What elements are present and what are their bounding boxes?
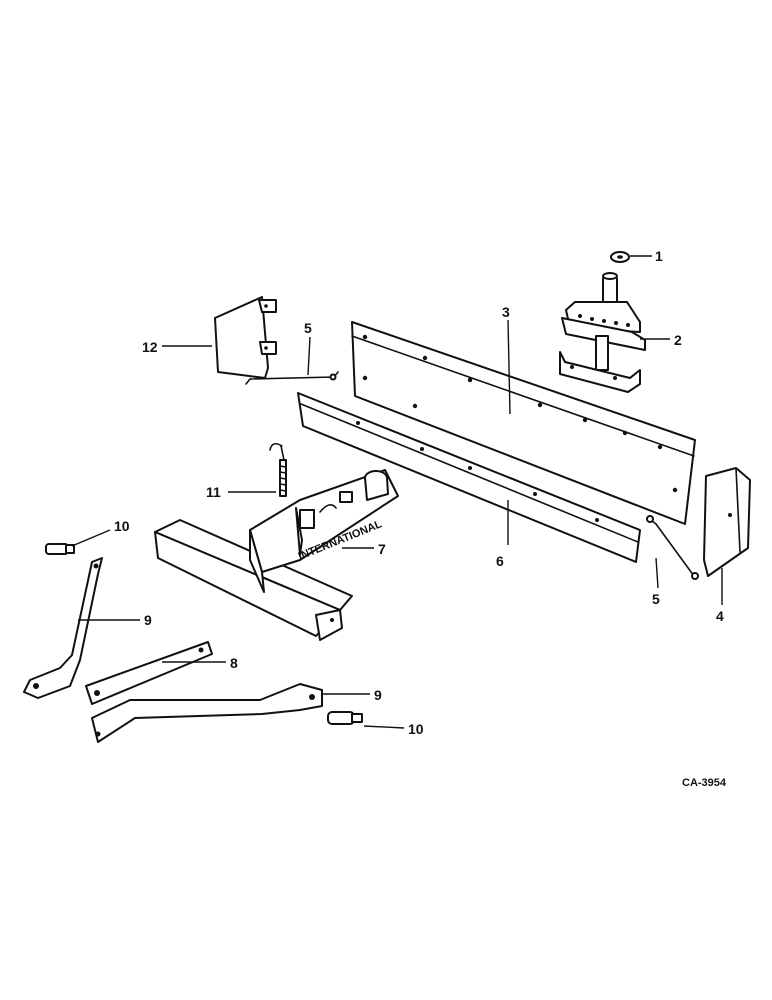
hitch-pin-lower-part: [327, 711, 363, 725]
callout-6: 6: [496, 553, 504, 569]
drawing-code: CA-3954: [682, 777, 727, 789]
callout-9-lower: 9: [374, 687, 382, 703]
callout-5-lower: 5: [652, 591, 660, 607]
callout-10-upper: 10: [114, 518, 130, 534]
callout-10-lower: 10: [408, 721, 424, 737]
callout-labels: 1 2 3 4 5 5 6 7 8 9 9 10 10 11 12: [114, 248, 724, 737]
brace-rod-lower-part: [646, 515, 699, 580]
callout-7: 7: [378, 541, 386, 557]
push-arm-right-part: [91, 683, 323, 743]
callout-9-upper: 9: [144, 612, 152, 628]
lower-strap-part: [85, 641, 213, 705]
leader-lines: [71, 255, 723, 729]
callout-1: 1: [655, 248, 663, 264]
push-arm-left-part: [23, 557, 103, 699]
washer-part: [610, 251, 630, 263]
brace-rod-upper-part: [245, 371, 339, 385]
callout-3: 3: [502, 304, 510, 320]
right-end-plate-part: [703, 467, 751, 577]
callout-4: 4: [716, 608, 724, 624]
frame-part: INTERNATIONAL: [154, 469, 399, 641]
callout-12: 12: [142, 339, 158, 355]
callout-8: 8: [230, 655, 238, 671]
left-end-plate-part: [214, 296, 277, 379]
callout-2: 2: [674, 332, 682, 348]
callout-5-upper: 5: [304, 320, 312, 336]
callout-11: 11: [206, 484, 221, 500]
hitch-pin-upper-part: [45, 543, 75, 555]
pivot-mount-part: [559, 272, 646, 393]
hook-bolt-part: [269, 442, 287, 497]
blade-moldboard-part: [351, 321, 696, 525]
cutting-edge-part: [297, 392, 641, 563]
